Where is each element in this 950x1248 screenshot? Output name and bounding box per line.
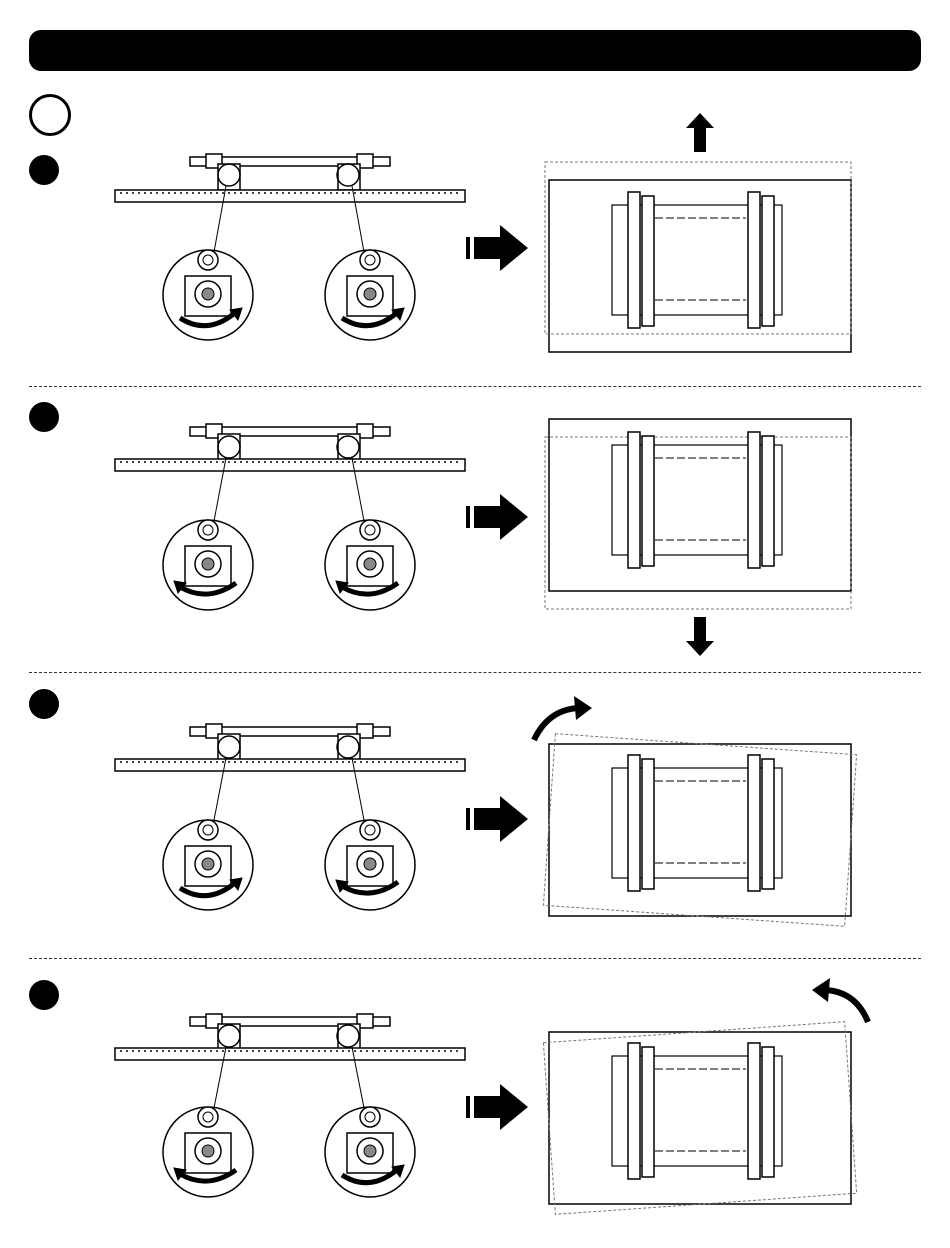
result-arrow-icon <box>466 796 528 842</box>
adjust-section-raise <box>0 100 950 390</box>
adjust-illustration <box>0 100 950 390</box>
adjust-illustration <box>0 660 950 950</box>
knob-detail-left <box>163 520 253 610</box>
tv-side-view <box>115 1014 465 1108</box>
wall-mount-front-view <box>543 1022 856 1215</box>
wall-mount-front-view <box>543 734 856 927</box>
tv-side-view <box>115 424 465 521</box>
knob-detail-left <box>163 820 253 910</box>
knob-detail-right <box>325 520 415 610</box>
tv-side-view <box>115 154 465 252</box>
knob-detail-left <box>163 250 253 340</box>
knob-detail-left <box>163 1107 253 1197</box>
arrow-down-icon <box>686 617 714 656</box>
arrow-up-icon <box>686 113 714 152</box>
adjust-section-tilt-clockwise <box>0 660 950 950</box>
adjust-illustration <box>0 375 950 665</box>
adjust-illustration <box>0 950 950 1240</box>
rotate-clockwise-arrow-icon <box>534 696 592 740</box>
tv-side-view <box>115 724 465 820</box>
knob-detail-right <box>325 250 415 340</box>
wall-mount-front-view <box>545 419 851 609</box>
result-arrow-icon <box>466 494 528 540</box>
wall-mount-front-view <box>545 162 851 352</box>
header-bar <box>29 30 921 71</box>
adjust-section-tilt-counterclockwise <box>0 950 950 1240</box>
knob-detail-right <box>325 820 415 910</box>
adjust-section-lower <box>0 375 950 665</box>
knob-detail-right <box>325 1107 415 1197</box>
result-arrow-icon <box>466 225 528 271</box>
rotate-counterclockwise-arrow-icon <box>812 978 868 1022</box>
result-arrow-icon <box>466 1084 528 1130</box>
